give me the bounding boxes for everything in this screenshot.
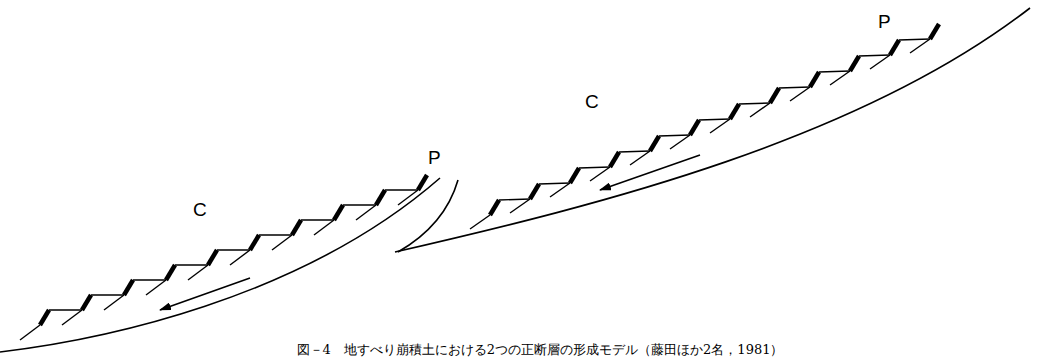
fault-scarp bbox=[166, 265, 175, 280]
block-line bbox=[470, 215, 490, 229]
block-line bbox=[579, 167, 610, 168]
block-line bbox=[343, 204, 376, 205]
zone-label: C bbox=[585, 92, 599, 111]
fault-blocks bbox=[20, 24, 939, 340]
fault-scarp bbox=[490, 200, 499, 215]
block-line bbox=[314, 220, 334, 235]
fault-scarp bbox=[690, 120, 699, 135]
block-line bbox=[859, 55, 890, 56]
fault-scarp bbox=[124, 280, 133, 295]
block-line bbox=[739, 103, 770, 104]
block-line bbox=[819, 71, 850, 72]
block-line bbox=[550, 183, 570, 197]
block-line bbox=[398, 190, 418, 205]
fault-scarp bbox=[376, 190, 385, 205]
block-line bbox=[790, 87, 810, 101]
block-line bbox=[272, 235, 292, 250]
block-line bbox=[49, 309, 82, 310]
block-line bbox=[259, 234, 292, 235]
block-line bbox=[499, 199, 530, 200]
block-line bbox=[91, 294, 124, 295]
block-line bbox=[670, 135, 690, 149]
fault-scarp bbox=[890, 40, 899, 55]
block-line bbox=[710, 119, 730, 133]
block-line bbox=[146, 280, 166, 295]
fault-scarp bbox=[208, 250, 217, 265]
fault-scarp bbox=[770, 88, 779, 103]
slide-arrow bbox=[160, 278, 250, 310]
fault-scarp bbox=[850, 56, 859, 71]
fault-scarp bbox=[930, 24, 939, 39]
fault-scarp bbox=[650, 136, 659, 151]
block-line bbox=[188, 265, 208, 280]
block-line bbox=[385, 189, 418, 190]
block-line bbox=[830, 71, 850, 85]
fault-scarp bbox=[40, 310, 49, 325]
block-line bbox=[104, 295, 124, 310]
block-line bbox=[699, 119, 730, 120]
block-line bbox=[590, 167, 610, 181]
fault-scarp bbox=[82, 295, 91, 310]
block-line bbox=[510, 199, 530, 213]
fault-scarp bbox=[570, 168, 579, 183]
block-line bbox=[217, 249, 250, 250]
fault-scarp bbox=[334, 205, 343, 220]
head-scarp bbox=[398, 180, 458, 252]
fault-scarp bbox=[292, 220, 301, 235]
block-line bbox=[20, 325, 40, 340]
block-line bbox=[356, 205, 376, 220]
upper-slip-surface bbox=[395, 8, 1030, 252]
block-line bbox=[62, 310, 82, 325]
block-line bbox=[779, 87, 810, 88]
block-line bbox=[619, 151, 650, 152]
fault-scarp bbox=[530, 184, 539, 199]
fault-scarp bbox=[810, 72, 819, 87]
block-line bbox=[230, 250, 250, 265]
fault-scarp bbox=[730, 104, 739, 119]
block-line bbox=[630, 151, 650, 165]
block-line bbox=[539, 183, 570, 184]
block-line bbox=[910, 39, 930, 53]
lower-slip-surface bbox=[0, 178, 440, 352]
block-line bbox=[175, 264, 208, 265]
block-line bbox=[870, 55, 890, 69]
block-line bbox=[899, 39, 930, 40]
block-line bbox=[133, 279, 166, 280]
fault-scarp bbox=[418, 175, 427, 190]
block-line bbox=[659, 135, 690, 136]
zone-label: P bbox=[428, 148, 441, 167]
zone-label: C bbox=[193, 200, 207, 219]
fault-scarp bbox=[610, 152, 619, 167]
fault-scarp bbox=[250, 235, 259, 250]
block-line bbox=[301, 219, 334, 220]
block-line bbox=[750, 103, 770, 117]
zone-label: P bbox=[878, 12, 891, 31]
figure-caption: 図－4 地すべり崩積土における2つの正断層の形成モデル（藤田ほか2名，1981） bbox=[297, 342, 784, 358]
